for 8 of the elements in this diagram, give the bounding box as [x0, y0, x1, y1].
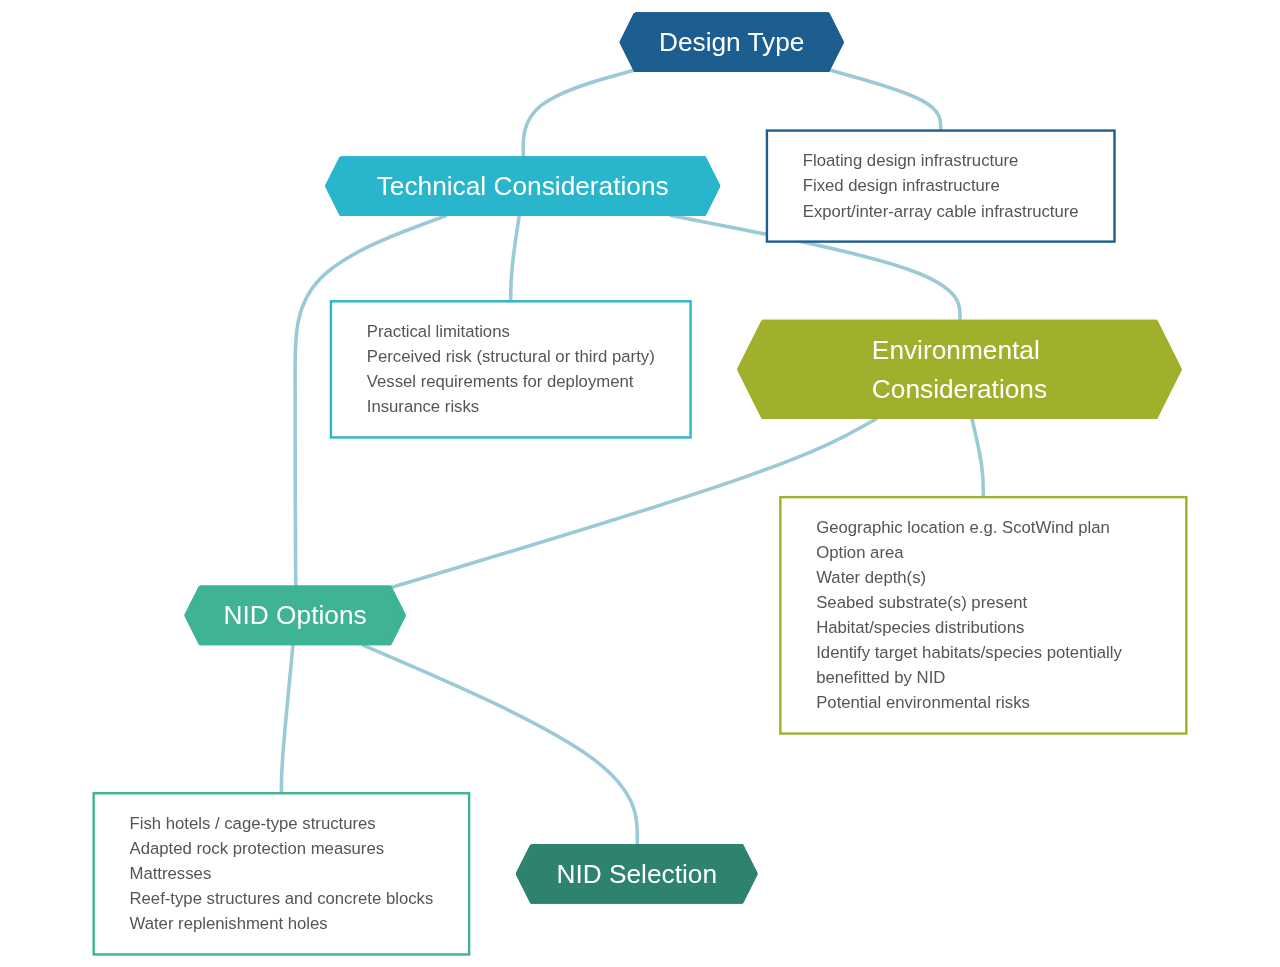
node-box: Practical limitations Perceived risk (structural or third party) Vessel requirements for deployment Insurance risks	[329, 299, 692, 439]
connector	[829, 67, 943, 131]
node-box: Geographic location e.g. ScotWind plan Option area Water depth(s) Seabed substrate(s) present Habitat/species distributions Identify target habitats/species potentially benefitted by NID Potential environmental risks	[779, 495, 1188, 735]
connector	[508, 214, 522, 301]
node-box: Fish hotels / cage-type structures Adapted rock protection measures Mattresses Reef-type structures and concrete blocks Water replenishment holes	[92, 791, 471, 956]
node-box: Floating design infrastructure Fixed design infrastructure Export/inter-array cable infrastructure	[765, 128, 1116, 243]
connector	[279, 643, 295, 793]
connector	[970, 417, 986, 497]
